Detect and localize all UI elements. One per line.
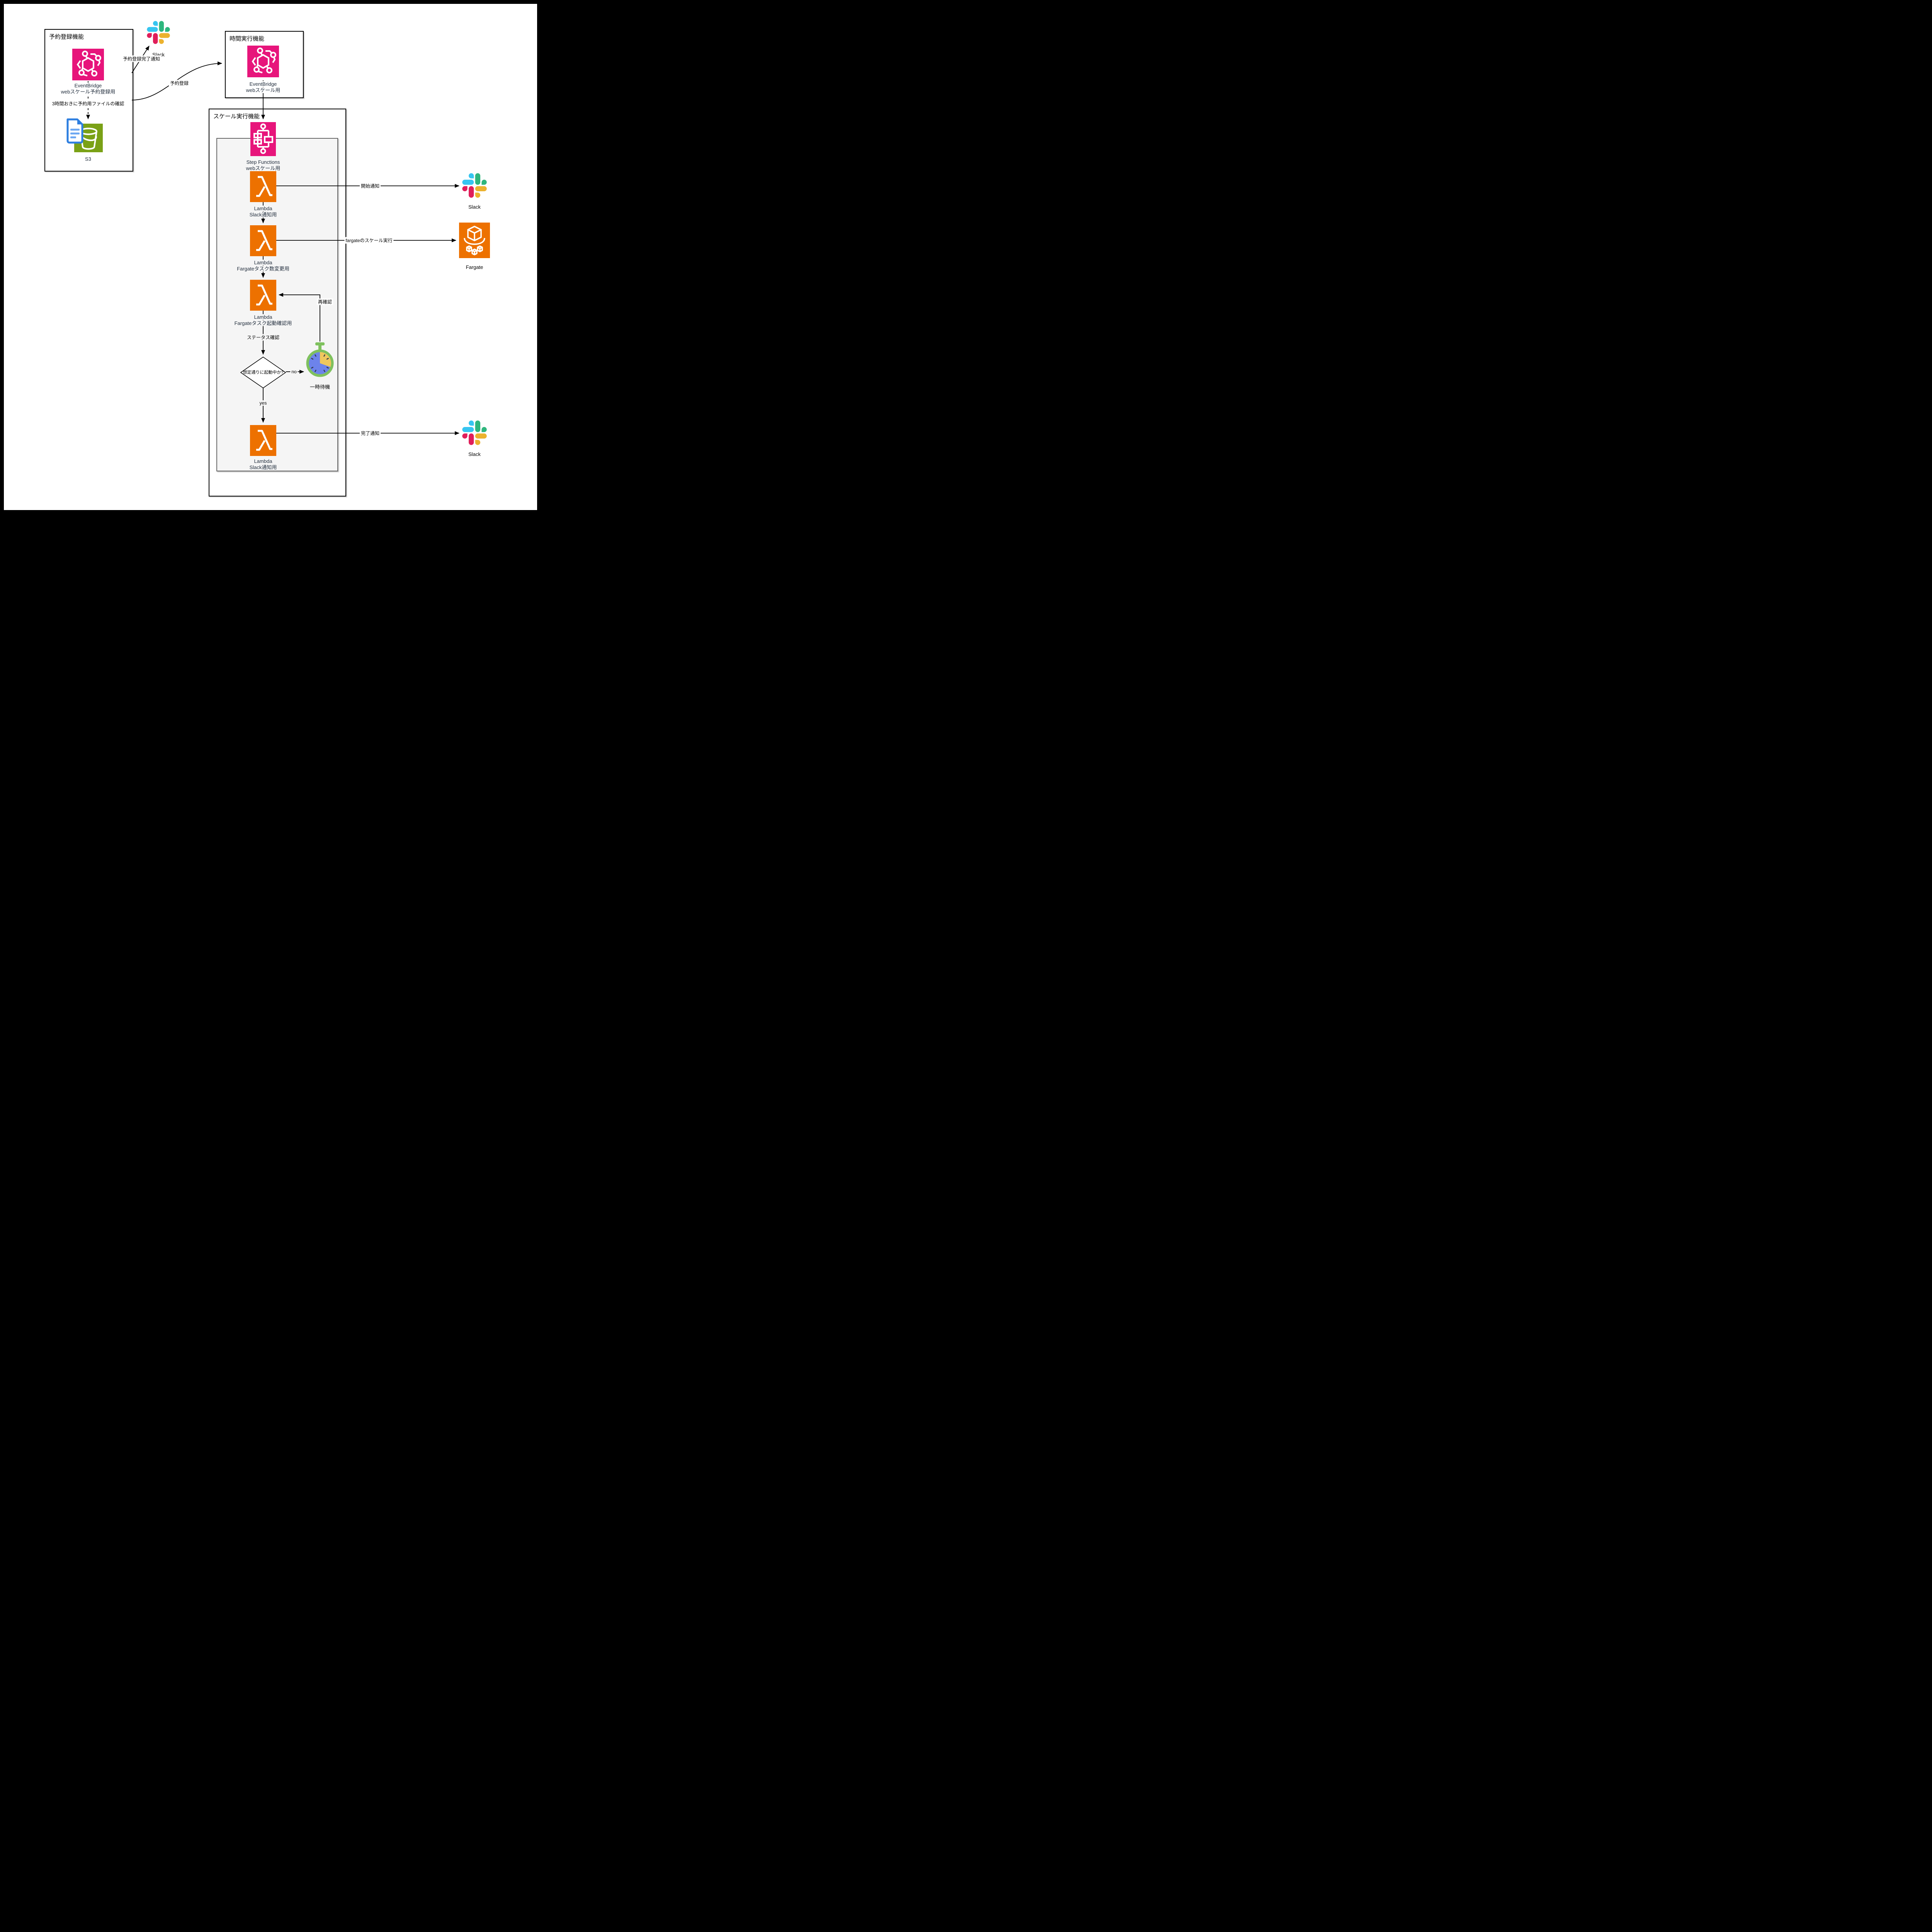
edge-label-no: no (290, 369, 298, 374)
diagram-canvas: 予約登録機能 時間実行機能 スケール実行機能 (0, 0, 541, 514)
edge-label-file-check: 3時間おきに予約用ファイルの確認 (51, 100, 126, 107)
step-functions-icon (250, 122, 276, 156)
eventbridge-label: EventBridge webスケール予約登録用 (61, 83, 116, 95)
eventbridge-icon (72, 49, 104, 80)
lambda-fargate-change-label: Lambda Fargateタスク数変更用 (237, 260, 289, 272)
lambda-fargate-change-icon (250, 225, 276, 256)
document-icon (65, 118, 85, 144)
edge-label-status-check: ステータス確認 (245, 334, 281, 341)
eventbridge-web-icon (247, 46, 279, 77)
edge-label-reg-complete: 予約登録完了通知 (121, 55, 162, 62)
decision-diamond (240, 357, 286, 388)
group-scale-title: スケール実行機能 (213, 113, 260, 120)
edge-label-recheck: 再確認 (316, 298, 333, 305)
lambda-fargate-check-icon (250, 280, 276, 311)
eventbridge-web-label: EventBridge webスケール用 (246, 81, 281, 93)
timer-icon (305, 342, 335, 379)
edge-label-done-notify: 完了通知 (359, 430, 381, 437)
timer-label: 一時待機 (310, 384, 330, 390)
fargate-icon (459, 223, 490, 258)
slack-bottom-label: Slack (468, 451, 481, 457)
slack-icon-right (462, 173, 487, 198)
slack-icon-bottom (462, 420, 487, 445)
edge-label-yes: yes (258, 400, 268, 406)
edge-recheck (279, 293, 320, 342)
fargate-label: Fargate (466, 264, 483, 270)
group-schedule-title: 時間実行機能 (230, 36, 265, 42)
group-reservation-title: 予約登録機能 (49, 34, 84, 40)
slack-icon-top (147, 21, 170, 44)
edge-label-start-notify: 開始通知 (359, 182, 381, 189)
lambda-notify-start-label: Lambda Slack通知用 (249, 206, 277, 218)
lambda-fargate-check-label: Lambda Fargateタスク起動確認用 (234, 314, 292, 326)
lambda-notify-done-icon (250, 425, 276, 456)
step-functions-label: Step Functions webスケール用 (246, 159, 281, 171)
decision-label: 想定通りに起動中か? (243, 370, 284, 375)
edge-label-reg: 予約登録 (168, 80, 190, 87)
edge-label-fargate-scale: fargateのスケール実行 (344, 237, 394, 244)
lambda-notify-start-icon (250, 171, 276, 202)
slack-right-label: Slack (468, 204, 481, 210)
s3-label: S3 (85, 156, 91, 162)
lambda-notify-done-label: Lambda Slack通知用 (249, 458, 277, 470)
